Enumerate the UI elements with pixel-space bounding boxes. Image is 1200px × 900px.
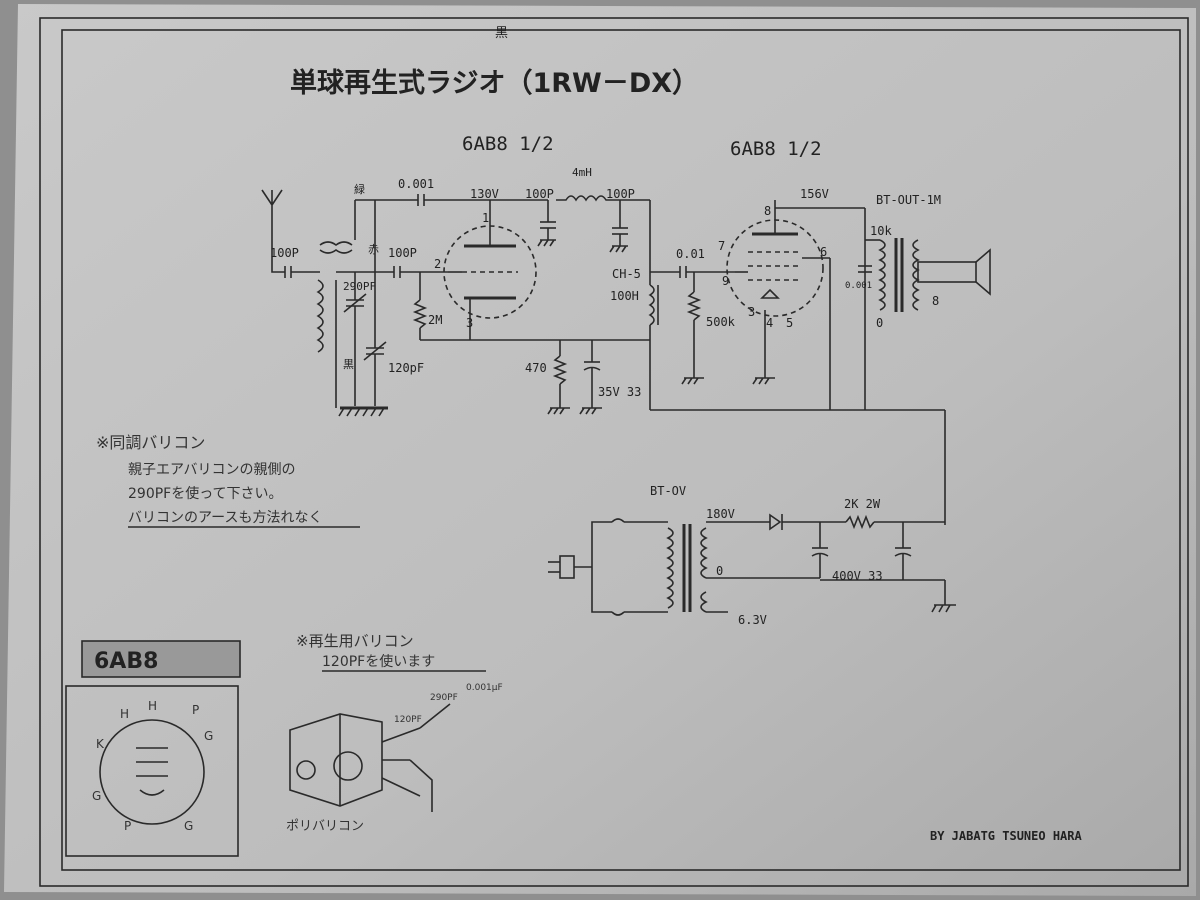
cathode-resistor bbox=[547, 340, 570, 415]
label-r2k: 2K 2W bbox=[844, 497, 881, 511]
grid-resistor-500k bbox=[681, 272, 704, 385]
label-spk8: 8 bbox=[932, 294, 939, 308]
label-c100p-ant: 100P bbox=[270, 246, 299, 260]
pin-2: 2 bbox=[434, 257, 441, 271]
antenna-capacitor bbox=[284, 266, 320, 278]
filter-resistor bbox=[845, 514, 945, 530]
sketch-label-290: 290PF bbox=[430, 693, 458, 703]
sketch-label-0001: 0.001μF bbox=[466, 683, 503, 693]
varicon-label: ポリバリコン bbox=[286, 819, 364, 834]
label-black: 黒 bbox=[343, 358, 354, 371]
note-regen-line1: 120PFを使います bbox=[322, 653, 435, 670]
plate-bypass-cap bbox=[537, 200, 556, 247]
tube-label-right: 6AB8 1/2 bbox=[730, 138, 822, 160]
label-v180: 180V bbox=[706, 507, 735, 521]
filter-cap-2 bbox=[894, 522, 912, 580]
label-green: 緑 bbox=[354, 182, 365, 196]
note-tuning-line2: 290PFを使って下さい。 bbox=[128, 485, 283, 502]
note-tuning-line3: バリコンのアースも方法れなく bbox=[128, 510, 322, 526]
power-transformer bbox=[666, 521, 820, 613]
pinout-box: 6AB8 H H P K G G P G bbox=[65, 640, 241, 857]
output-transformer bbox=[865, 238, 920, 312]
pin-label-h2: H bbox=[148, 699, 157, 713]
label-pt0: 0 bbox=[716, 564, 723, 578]
pin-label-g2: G bbox=[92, 789, 101, 803]
power-plug-icon bbox=[548, 518, 668, 616]
note-tuning: ※同調バリコン 親子エアバリコンの親側の 290PFを使って下さい。 バリコンの… bbox=[96, 433, 360, 528]
pin-label-p1: P bbox=[192, 703, 199, 717]
label-r470: 470 bbox=[525, 361, 547, 375]
pin-3: 3 bbox=[466, 316, 473, 330]
label-c100p-a: 100P bbox=[525, 187, 554, 201]
label-c120: 120pF bbox=[388, 361, 424, 375]
pin-label-g3: G bbox=[184, 819, 193, 833]
pin-9: 9 bbox=[722, 274, 729, 288]
second-bypass-cap bbox=[609, 200, 628, 253]
label-4mh: 4mH bbox=[572, 166, 592, 179]
cathode-capacitor bbox=[579, 340, 602, 415]
inner-frame bbox=[61, 29, 1181, 871]
tuning-coil bbox=[316, 241, 353, 354]
output-capacitor bbox=[858, 265, 872, 273]
label-r2m: 2M bbox=[428, 313, 442, 327]
pin-label-g1: G bbox=[204, 729, 213, 743]
rf-choke-4mh bbox=[556, 195, 620, 202]
label-100h: 100H bbox=[610, 289, 639, 303]
antenna-symbol bbox=[261, 189, 285, 273]
choke-ch5 bbox=[648, 284, 659, 410]
label-c100p-b: 100P bbox=[606, 187, 635, 201]
regen-varicon bbox=[363, 200, 387, 406]
note-regen: ※再生用バリコン 120PFを使います bbox=[296, 632, 486, 672]
outer-frame bbox=[39, 17, 1189, 887]
label-c-out: 0.001 bbox=[845, 281, 872, 291]
label-v63: 6.3V bbox=[738, 613, 767, 627]
top-mark: 黒 bbox=[495, 26, 508, 41]
pin-label-h1: H bbox=[120, 707, 129, 721]
pin-7: 7 bbox=[718, 239, 725, 253]
pin-3b: 3 bbox=[748, 305, 755, 319]
label-out0: 0 bbox=[876, 316, 883, 330]
varicon-sketch: ポリバリコン 120PF 290PF 0.001μF bbox=[286, 683, 503, 834]
note-regen-title: ※再生用バリコン bbox=[296, 632, 414, 650]
label-r10k: 10k bbox=[870, 224, 892, 238]
paper bbox=[4, 4, 1196, 896]
diagram-title: 単球再生式ラジオ（1RW－DX） bbox=[290, 67, 699, 99]
pin-label-p2: P bbox=[124, 819, 131, 833]
label-c100p-grid: 100P bbox=[388, 246, 417, 260]
label-bt-ov: BT-OV bbox=[650, 484, 686, 498]
pin-8: 8 bbox=[764, 204, 771, 218]
note-tuning-title: ※同調バリコン bbox=[96, 433, 205, 452]
pin-6: 6 bbox=[820, 245, 827, 259]
grid-leak-resistor bbox=[412, 272, 428, 340]
label-c400: 400V 33 bbox=[832, 569, 883, 583]
label-bt-out: BT-OUT-1M bbox=[876, 193, 941, 207]
triode-tube bbox=[443, 200, 537, 340]
pinout-title: 6AB8 bbox=[94, 649, 158, 674]
rectifier-diode bbox=[769, 513, 846, 531]
speaker-icon bbox=[917, 248, 991, 296]
label-ch5: CH-5 bbox=[612, 267, 641, 281]
note-tuning-line1: 親子エアバリコンの親側の bbox=[128, 462, 295, 478]
filter-cap-1 bbox=[811, 522, 829, 578]
label-c001: 0.01 bbox=[676, 247, 705, 261]
label-red: 赤 bbox=[368, 243, 379, 256]
ground-psu bbox=[931, 604, 956, 613]
pin-1: 1 bbox=[482, 211, 489, 225]
tube-label-left: 6AB8 1/2 bbox=[462, 133, 554, 155]
credit: BY JABATG TSUNEO HARA bbox=[930, 829, 1082, 843]
pin-5: 5 bbox=[786, 316, 793, 330]
pin-4: 4 bbox=[766, 316, 773, 330]
label-c0001: 0.001 bbox=[398, 177, 434, 191]
label-c290: 290PF bbox=[343, 280, 376, 293]
label-v156: 156V bbox=[800, 187, 829, 201]
tuning-varicon bbox=[343, 272, 367, 406]
pentode-tube bbox=[726, 200, 830, 385]
label-c35v: 35V 33 bbox=[598, 385, 641, 399]
ground-left bbox=[335, 354, 388, 417]
label-r500k: 500k bbox=[706, 315, 736, 329]
pin-label-k: K bbox=[96, 737, 105, 751]
sketch-label-120: 120PF bbox=[394, 715, 422, 725]
label-v130: 130V bbox=[470, 187, 499, 201]
